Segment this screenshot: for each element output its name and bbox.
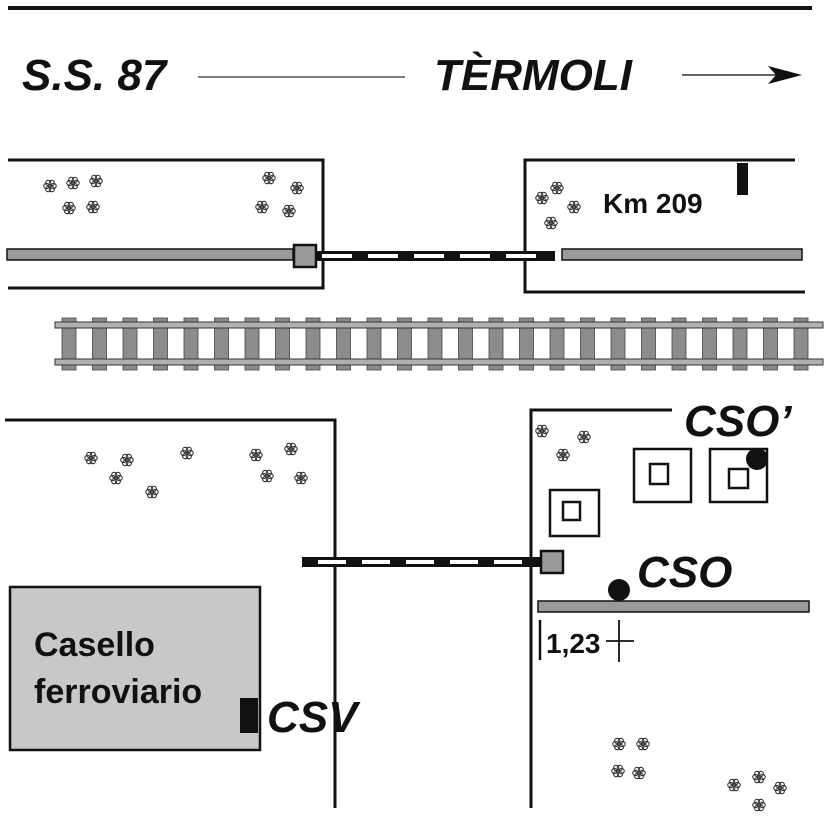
flower-icon [535, 191, 549, 205]
rail-sleeper [580, 317, 595, 371]
lower-barrier-pivot [539, 549, 565, 575]
flower-icon [752, 798, 766, 812]
flower-icon [636, 737, 650, 751]
rail-sleeper [488, 317, 504, 371]
flower-icon [727, 778, 741, 792]
flower-icon [567, 200, 581, 214]
equipment-box-1 [548, 488, 601, 538]
upper-left-fixed-bar [6, 248, 294, 261]
flower-icon [255, 200, 269, 214]
flower-icon [535, 424, 549, 438]
rail-sleeper [244, 317, 260, 371]
flower-icon [262, 171, 276, 185]
flower-icon [120, 453, 134, 467]
distance-marker [538, 620, 634, 662]
equipment-box-2 [632, 447, 693, 504]
csv-gap [262, 690, 282, 740]
flower-icon [43, 179, 57, 193]
rail-sleeper [641, 317, 656, 371]
railway-track [54, 317, 824, 371]
rail-sleeper [183, 317, 199, 371]
building-label-line1: Casello [34, 626, 155, 664]
flower-icon [550, 181, 564, 195]
railway-house-building [8, 585, 262, 752]
rail-sleeper [214, 317, 229, 371]
distance-label: 1,23 [546, 628, 601, 659]
rail-sleeper [549, 317, 565, 371]
rail-sleeper [702, 317, 717, 371]
upper-barrier-pivot [292, 243, 318, 269]
lower-left-road-edge [5, 418, 337, 808]
rail-sleeper [793, 317, 809, 371]
rail-sleeper [427, 317, 443, 371]
lower-right-road-edge [529, 408, 672, 808]
rail-sleeper [305, 317, 321, 371]
rail-sleeper [458, 317, 473, 371]
flower-icon [62, 201, 76, 215]
flower-icon [773, 781, 787, 795]
rail-sleeper [153, 317, 168, 371]
lower-right-fixed-bar [537, 600, 810, 613]
direction-arrow-icon [682, 66, 802, 84]
flower-icon [109, 471, 123, 485]
rail-sleeper [397, 317, 412, 371]
km-marker-post [737, 163, 748, 195]
csv-label: CSV [267, 693, 361, 742]
flower-icon [612, 737, 626, 751]
rail-sleeper [366, 317, 382, 371]
flower-icon [260, 469, 274, 483]
flower-icon [752, 770, 766, 784]
flower-icon [556, 448, 570, 462]
rail-sleeper [275, 317, 290, 371]
cso-prime-signal [746, 448, 768, 470]
flower-icon [86, 200, 100, 214]
lower-barrier-arm [302, 557, 552, 567]
rail-sleeper [122, 317, 138, 371]
flower-icon [282, 204, 296, 218]
flower-icon [89, 174, 103, 188]
rail-sleeper [519, 317, 534, 371]
cso-signal [608, 579, 630, 601]
csv-signal [240, 698, 258, 733]
flower-icon [284, 442, 298, 456]
rail-sleeper [671, 317, 687, 371]
destination-label: TÈRMOLI [434, 50, 633, 100]
rail-line [54, 358, 824, 366]
cso-label: CSO [637, 548, 732, 597]
upper-right-fixed-bar [561, 248, 803, 261]
rail-sleeper [732, 317, 748, 371]
rail-sleeper [763, 317, 778, 371]
flower-icon [84, 451, 98, 465]
flower-icon [290, 181, 304, 195]
upper-barrier-arm [303, 251, 555, 261]
upper-left-road-edge [8, 158, 325, 290]
flower-icon [145, 485, 159, 499]
rail-sleeper [610, 317, 626, 371]
flower-icon [544, 216, 558, 230]
rail-sleeper [92, 317, 107, 371]
building-label-line2: ferroviario [34, 673, 202, 711]
rail-sleeper [336, 317, 351, 371]
flower-icon [611, 764, 625, 778]
flower-icon [249, 448, 263, 462]
flower-icon [577, 430, 591, 444]
rail-sleeper [61, 317, 77, 371]
cso-prime-label: CSO’ [684, 397, 792, 446]
flower-icon [66, 176, 80, 190]
flower-icon [180, 446, 194, 460]
flower-icon [632, 766, 646, 780]
km-marker-label: Km 209 [603, 188, 703, 219]
flower-icon [294, 471, 308, 485]
rail-line [54, 321, 824, 329]
road-label: S.S. 87 [22, 51, 169, 100]
upper-right-road-edge [523, 158, 805, 294]
equipment-box-3 [708, 447, 769, 504]
flowers-decoration [43, 171, 787, 812]
